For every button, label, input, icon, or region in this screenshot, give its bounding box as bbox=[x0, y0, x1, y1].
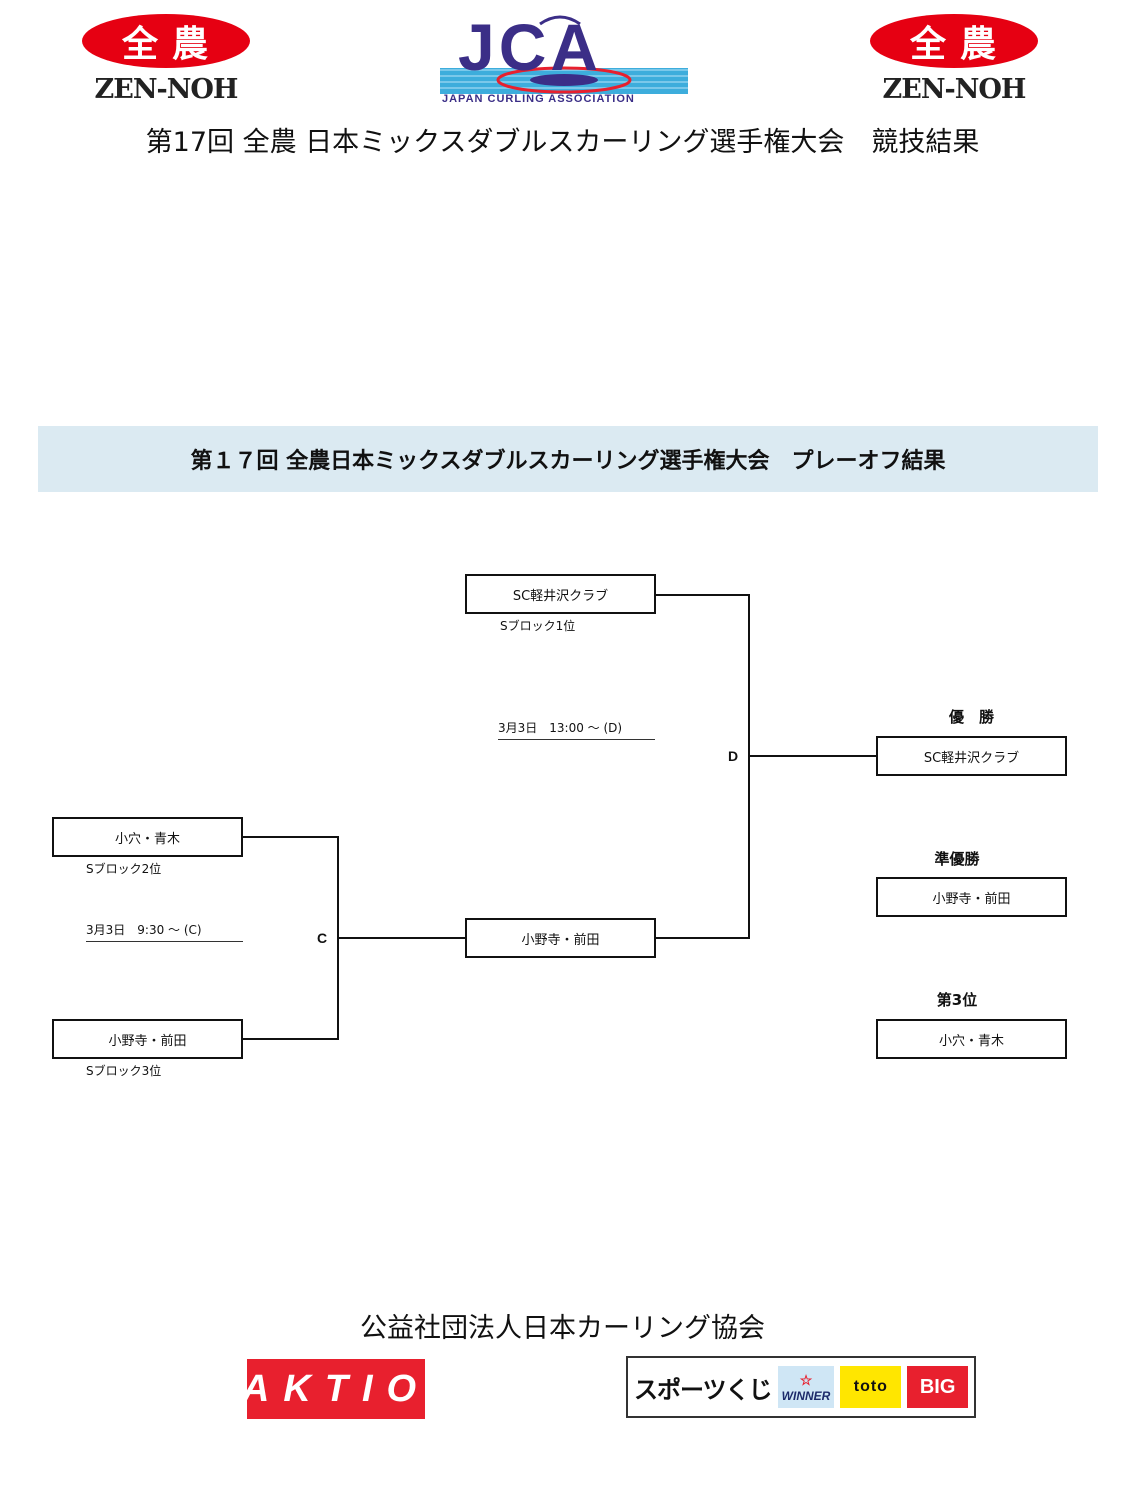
bracket-line bbox=[656, 594, 750, 596]
team-name: 小穴・青木 bbox=[938, 1033, 1004, 1049]
aktio-logo: AKTIO bbox=[242, 1359, 425, 1419]
third-place-label: 第3位 bbox=[936, 991, 978, 1009]
game-c-schedule: 3月3日 9:30 ～ (C) bbox=[86, 921, 243, 942]
zen-noh-text: ZEN-NOH bbox=[94, 74, 239, 105]
bracket-line bbox=[748, 594, 750, 939]
zen-noh-kanji: 全農 bbox=[82, 14, 250, 68]
bracket-line bbox=[656, 937, 750, 939]
game-d-schedule: 3月3日 13:00 ～ (D) bbox=[498, 719, 655, 740]
jca-letters: JCA bbox=[458, 10, 603, 84]
game-c-letter: C bbox=[317, 930, 328, 946]
winner-logo: ☆ WINNER bbox=[777, 1366, 835, 1408]
playoff-banner: 第１７回 全農日本ミックスダブルスカーリング選手権大会 プレーオフ結果 bbox=[38, 426, 1098, 492]
team-name: SC軽井沢クラブ bbox=[923, 750, 1020, 766]
champion-label: 優 勝 bbox=[948, 708, 994, 726]
schedule-text: 3月3日 13:00 ～ (D) bbox=[498, 721, 623, 735]
bracket-line bbox=[748, 755, 876, 757]
team-box-c1: 小穴・青木 bbox=[52, 817, 243, 857]
team-name: 小野寺・前田 bbox=[108, 1033, 187, 1049]
big-text: BIG bbox=[919, 1375, 956, 1398]
association-name: 公益社団法人日本カーリング協会 bbox=[360, 1313, 765, 1344]
toto-logo: toto bbox=[840, 1366, 902, 1408]
team-box-c2: 小野寺・前田 bbox=[52, 1019, 243, 1059]
page-title: 第17回 全農 日本ミックスダブルスカーリング選手権大会 競技結果 bbox=[145, 127, 980, 158]
champion-box: SC軽井沢クラブ bbox=[876, 736, 1067, 776]
team-box-d1: SC軽井沢クラブ bbox=[465, 574, 656, 614]
jca-emblem-icon bbox=[440, 15, 688, 94]
schedule-text: 3月3日 9:30 ～ (C) bbox=[86, 923, 202, 937]
bracket-line bbox=[243, 1038, 339, 1040]
team-name: 小野寺・前田 bbox=[932, 891, 1011, 907]
bracket-line bbox=[337, 937, 465, 939]
jca-subtitle: JAPAN CURLING ASSOCIATION bbox=[442, 93, 635, 105]
sports-lottery-text: スポーツくじ bbox=[634, 1375, 773, 1404]
team-seed: Sブロック3位 bbox=[86, 1064, 162, 1078]
zen-noh-logo-right: 全農 ZEN-NOH bbox=[870, 14, 1038, 105]
team-seed: Sブロック2位 bbox=[86, 862, 162, 876]
team-name: SC軽井沢クラブ bbox=[512, 588, 609, 604]
banner-title: 第１７回 全農日本ミックスダブルスカーリング選手権大会 プレーオフ結果 bbox=[190, 449, 946, 474]
toto-text: toto bbox=[853, 1378, 888, 1395]
team-seed: Sブロック1位 bbox=[500, 619, 576, 633]
jca-logo: JCA JAPAN CURLING ASSOCIATION bbox=[440, 6, 688, 105]
aktio-text: AKTIO bbox=[241, 1367, 431, 1410]
bracket-line bbox=[243, 836, 339, 838]
big-logo: BIG bbox=[907, 1366, 968, 1408]
game-d-letter: D bbox=[728, 748, 739, 764]
star-icon: ☆ bbox=[799, 1371, 813, 1388]
team-name: 小穴・青木 bbox=[114, 831, 180, 847]
winner-text: WINNER bbox=[781, 1388, 831, 1403]
team-box-c-winner: 小野寺・前田 bbox=[465, 918, 656, 958]
zen-noh-kanji: 全農 bbox=[870, 14, 1038, 68]
runner-up-box: 小野寺・前田 bbox=[876, 877, 1067, 917]
team-name: 小野寺・前田 bbox=[521, 932, 600, 948]
zen-noh-text: ZEN-NOH bbox=[882, 74, 1027, 105]
zen-noh-logo-left: 全農 ZEN-NOH bbox=[82, 14, 250, 105]
third-place-box: 小穴・青木 bbox=[876, 1019, 1067, 1059]
sports-lottery-logo: スポーツくじ ☆ WINNER toto BIG bbox=[626, 1356, 976, 1418]
runner-up-label: 準優勝 bbox=[934, 850, 980, 868]
